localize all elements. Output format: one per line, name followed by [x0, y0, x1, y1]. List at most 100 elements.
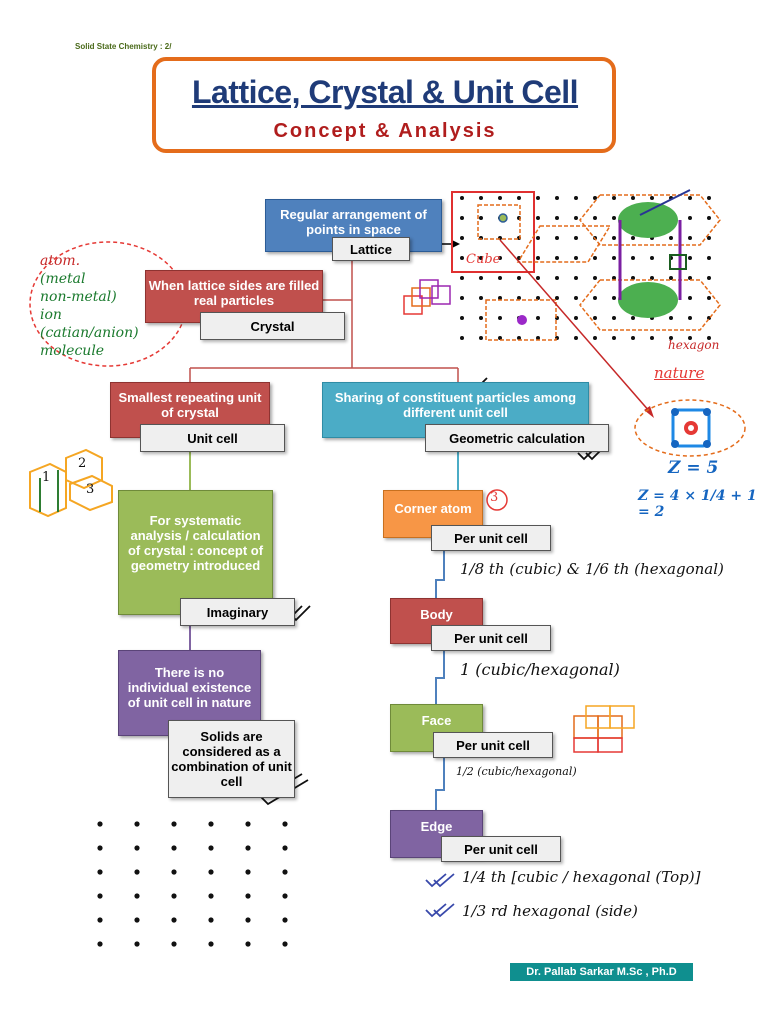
- lattice-point: [460, 256, 464, 260]
- body-per-unit-cell: Per unit cell: [431, 625, 551, 651]
- z-calculation: Z = 4 × 1/4 + 1 = 2: [638, 488, 757, 520]
- lattice-point: [593, 196, 597, 200]
- page-title: Lattice, Crystal & Unit Cell: [191, 74, 579, 110]
- lattice-point: [171, 893, 177, 899]
- lattice-point: [460, 196, 464, 200]
- lattice-point: [574, 276, 578, 280]
- cube-atom: [498, 213, 508, 223]
- lattice-point: [479, 216, 483, 220]
- lattice-point: [97, 845, 103, 851]
- particle-ion: ion: [40, 307, 62, 323]
- z-equals: Z = 5: [668, 458, 719, 478]
- lattice-point: [688, 196, 692, 200]
- cube-highlight: [451, 191, 535, 273]
- lattice-point: [517, 336, 521, 340]
- lattice-point: [574, 296, 578, 300]
- lattice-point: [555, 216, 559, 220]
- lattice-point: [555, 196, 559, 200]
- lattice-point: [650, 256, 654, 260]
- lattice-point: [593, 216, 597, 220]
- lattice-point: [707, 276, 711, 280]
- lattice-point: [688, 316, 692, 320]
- lattice-point: [536, 296, 540, 300]
- lattice-point: [460, 276, 464, 280]
- lattice-point: [460, 236, 464, 240]
- corner-per-unit-cell: Per unit cell: [431, 525, 551, 551]
- lattice-point: [245, 869, 251, 875]
- lattice-point: [282, 941, 288, 947]
- lattice-point: [245, 821, 251, 827]
- circled-number-ring: [486, 489, 508, 511]
- particle-nonmetal: non-metal): [40, 289, 117, 305]
- lattice-point: [97, 821, 103, 827]
- lattice-point: [208, 917, 214, 923]
- edge-per-unit-cell: Per unit cell: [441, 836, 561, 862]
- lattice-point: [460, 296, 464, 300]
- lattice-point: [536, 216, 540, 220]
- face-note: 1/2 (cubic/hexagonal): [456, 765, 577, 778]
- lattice-point: [555, 296, 559, 300]
- imaginary-label: Imaginary: [180, 598, 295, 626]
- lattice-point: [134, 893, 140, 899]
- lattice-point: [574, 216, 578, 220]
- lattice-point: [707, 216, 711, 220]
- systematic-analysis-box: For systematic analysis / calculation of…: [118, 490, 273, 615]
- particle-cation-anion: (catian/anion): [40, 325, 139, 341]
- lattice-point: [134, 917, 140, 923]
- face-per-unit-cell: Per unit cell: [433, 732, 553, 758]
- lattice-point: [707, 336, 711, 340]
- lattice-point: [555, 276, 559, 280]
- lattice-point: [517, 296, 521, 300]
- lattice-point: [208, 893, 214, 899]
- lattice-point: [245, 917, 251, 923]
- lattice-point: [688, 296, 692, 300]
- lattice-point: [593, 276, 597, 280]
- solids-combination-label: Solids are considered as a combination o…: [168, 720, 295, 798]
- bottom-dot-grid: [97, 821, 288, 947]
- circled-number: 3: [490, 490, 499, 505]
- lattice-dot-grid: [460, 196, 711, 340]
- lattice-point: [479, 316, 483, 320]
- lattice-point: [631, 316, 635, 320]
- lattice-point: [479, 336, 483, 340]
- lattice-point: [460, 336, 464, 340]
- lattice-point: [171, 869, 177, 875]
- lattice-point: [669, 236, 673, 240]
- rect-cell-atom: [517, 315, 527, 325]
- lattice-point: [97, 941, 103, 947]
- lattice-point: [612, 256, 616, 260]
- lattice-point: [612, 296, 616, 300]
- stack-label-2: 2: [78, 456, 87, 471]
- title-frame: [152, 57, 616, 153]
- unit-cell-nature-icon: [634, 399, 746, 457]
- lattice-point: [669, 336, 673, 340]
- lattice-point: [134, 869, 140, 875]
- lattice-point: [688, 236, 692, 240]
- lattice-point: [574, 196, 578, 200]
- lattice-point: [460, 316, 464, 320]
- lattice-point: [479, 276, 483, 280]
- lattice-point: [208, 869, 214, 875]
- particle-metal: (metal: [40, 271, 86, 287]
- lattice-point: [612, 316, 616, 320]
- lattice-point: [536, 196, 540, 200]
- lattice-point: [593, 336, 597, 340]
- body-note: 1 (cubic/hexagonal): [460, 660, 620, 679]
- lattice-point: [208, 845, 214, 851]
- lattice-point: [536, 276, 540, 280]
- lattice-point: [208, 821, 214, 827]
- lattice-label: Lattice: [332, 237, 410, 261]
- lattice-point: [134, 845, 140, 851]
- lattice-point: [479, 256, 483, 260]
- lattice-point: [593, 296, 597, 300]
- lattice-point: [574, 316, 578, 320]
- lattice-point: [593, 316, 597, 320]
- lattice-point: [593, 256, 597, 260]
- lattice-point: [97, 869, 103, 875]
- crystal-label: Crystal: [200, 312, 345, 340]
- nature-label: nature: [654, 364, 705, 382]
- lattice-point: [688, 256, 692, 260]
- lattice-point: [282, 869, 288, 875]
- particle-molecule: molecule: [40, 343, 105, 359]
- cube-label: Cube: [466, 252, 501, 267]
